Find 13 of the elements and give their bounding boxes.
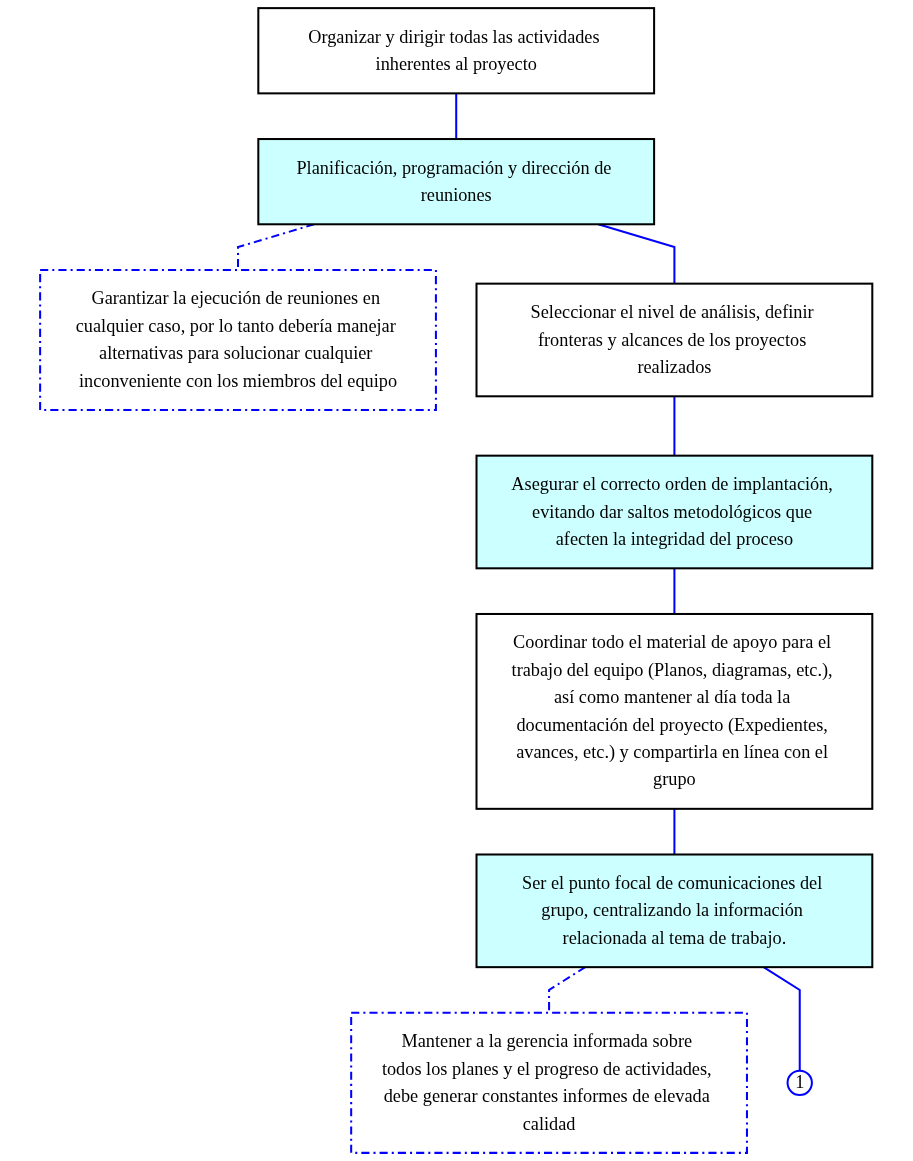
node-box: Seleccionar el nivel de análisis, definir fronteras y alcances de los proyectos realizados xyxy=(475,282,874,398)
node-box: Organizar y dirigir todas las actividades inherentes al proyecto xyxy=(257,7,656,95)
connector xyxy=(455,93,458,140)
node-box: Mantener a la gerencia informada sobre todos los planes y el progreso de actividades, debe generar constantes informes de elevada calidad xyxy=(350,1011,749,1154)
node-box: Coordinar todo el material de apoyo para el trabajo del equipo (Planos, diagramas, etc.), así como mantener al día toda la documentación del proyecto (Expedientes, avances, etc.) y compartirla en línea con el grupo xyxy=(475,612,874,810)
node-box: Planificación, programación y dirección de reuniones xyxy=(257,138,656,226)
node-box: Garantizar la ejecución de reuniones en cualquier caso, por lo tanto debería manejar alternativas para solucionar cualquier inconveniente con los miembros del equipo xyxy=(39,268,438,411)
node-circle: 1 xyxy=(786,1069,814,1097)
connector xyxy=(673,396,676,456)
node-box: Ser el punto focal de comunicaciones del grupo, centralizando la información relacionada al tema de trabajo. xyxy=(475,853,874,969)
node-box: Asegurar el correcto orden de implantación, evitando dar saltos metodológicos que afecten la integridad del proceso xyxy=(475,454,874,570)
connector xyxy=(673,808,676,855)
connector xyxy=(673,568,676,614)
